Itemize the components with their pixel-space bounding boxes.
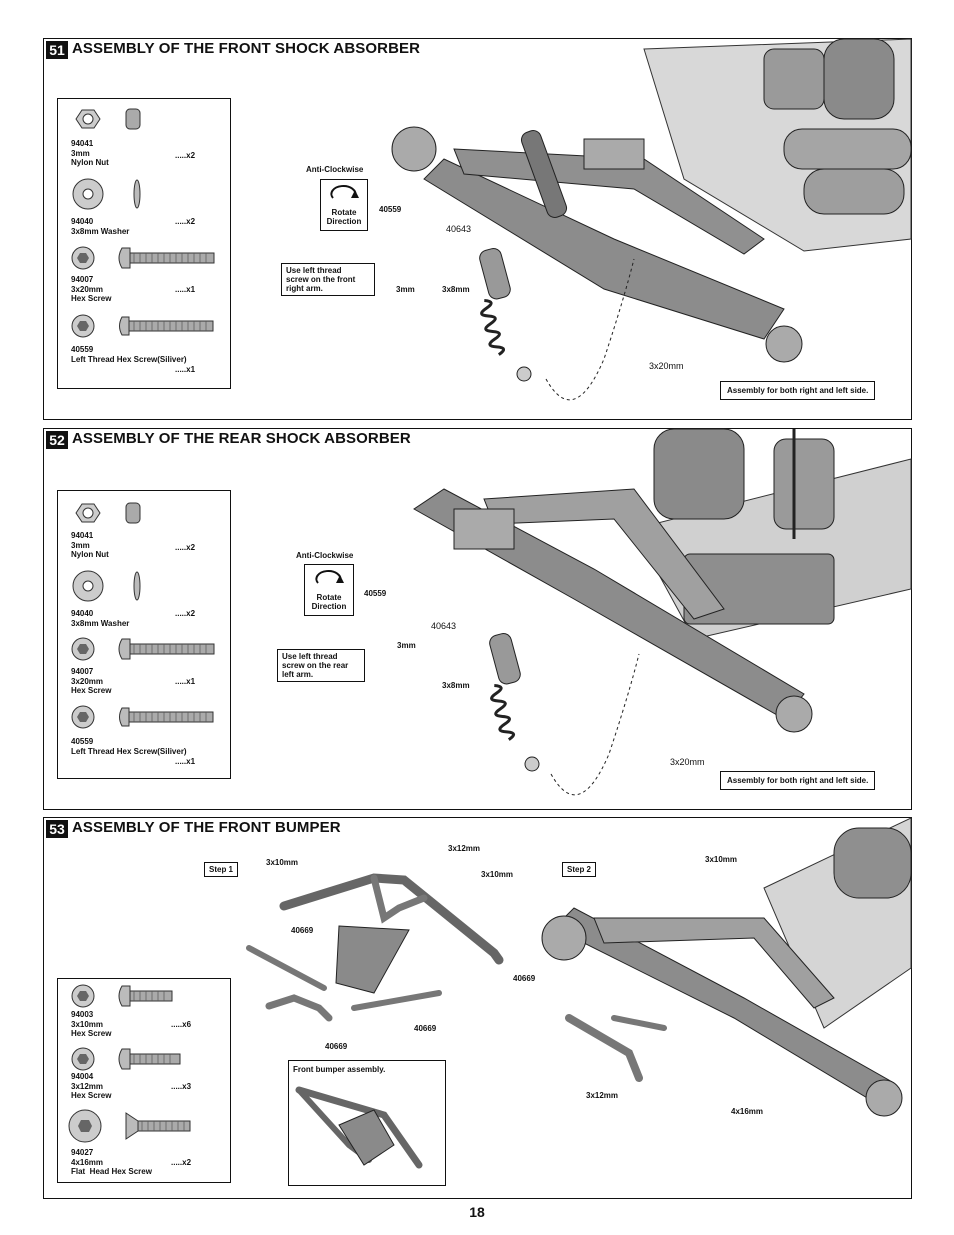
- step-number: 53: [46, 820, 68, 838]
- screw-3x10-label: 3x10mm: [705, 855, 738, 864]
- part-94003: 94003 3x10mm Hex Screw: [71, 1010, 112, 1038]
- assembly-note: Assembly for both right and left side.: [720, 771, 876, 790]
- screw-code-label: 40559: [364, 589, 387, 598]
- front-chassis-bumper-illustration: [541, 817, 912, 1117]
- part-qty: .....x6: [171, 1020, 192, 1029]
- rotation-label: Anti-Clockwise: [306, 165, 364, 174]
- part-40669-label: 40669: [325, 1042, 348, 1051]
- page-number: 18: [469, 1204, 485, 1220]
- nylon-nut-icon: [75, 502, 141, 524]
- step-2-label: Step 2: [562, 862, 597, 877]
- rotate-direction-label: Rotate Direction: [326, 208, 362, 226]
- part-qty: .....x3: [171, 1082, 192, 1091]
- part-94007: 94007 3x20mm Hex Screw: [71, 275, 112, 303]
- part-94007: 94007 3x20mm Hex Screw: [71, 667, 112, 695]
- left-thread-screw-icon: [71, 314, 214, 338]
- bumper-assembly-icon: [295, 1086, 423, 1169]
- part-qty: .....x1: [175, 677, 196, 686]
- part-qty: .....x1: [175, 757, 196, 766]
- nut-size-label: 3mm: [396, 285, 415, 294]
- shock-code-label: 40643: [431, 621, 457, 631]
- part-94040: 94040 3x8mm Washer: [71, 609, 130, 628]
- front-chassis-illustration: [391, 38, 912, 363]
- part-40559: 40559 Left Thread Hex Screw(Siliver): [71, 345, 187, 364]
- step-title: ASSEMBLY OF THE FRONT SHOCK ABSORBER: [72, 40, 421, 57]
- step-53-panel: 53 ASSEMBLY OF THE FRONT BUMPER 94003 3x…: [43, 817, 912, 1199]
- screw-3x10-label: 3x10mm: [266, 858, 299, 867]
- part-94027: 94027 4x16mm Flat Head Hex Screw: [71, 1148, 152, 1176]
- screw-3x12-label: 3x12mm: [448, 844, 481, 853]
- left-thread-screw-icon: [71, 705, 214, 729]
- hex-screw-icon: [71, 984, 173, 1008]
- shock-code-label: 40643: [446, 224, 472, 234]
- callout-box: Use left thread screw on the front right…: [281, 263, 375, 296]
- rotate-direction-box: Rotate Direction: [320, 179, 368, 231]
- nylon-nut-icon: [75, 108, 141, 130]
- rotate-direction-label: Rotate Direction: [311, 593, 347, 611]
- part-94004: 94004 3x12mm Hex Screw: [71, 1072, 112, 1100]
- callout-box: Use left thread screw on the rear left a…: [277, 649, 365, 682]
- part-94040: 94040 3x8mm Washer: [71, 217, 130, 236]
- part-qty: .....x2: [175, 543, 196, 552]
- dashed-path: [545, 258, 635, 401]
- screw-3x12-label: 3x12mm: [586, 1091, 619, 1100]
- screw-3x10-label: 3x10mm: [481, 870, 514, 879]
- hex-screw-icon: [71, 246, 215, 270]
- rotation-label: Anti-Clockwise: [296, 551, 354, 560]
- screw-4x16-label: 4x16mm: [731, 1107, 764, 1116]
- step-51-panel: 51 ASSEMBLY OF THE FRONT SHOCK ABSORBER …: [43, 38, 912, 420]
- part-qty: .....x2: [175, 609, 196, 618]
- part-qty: .....x2: [175, 151, 196, 160]
- part-40559: 40559 Left Thread Hex Screw(Siliver): [71, 737, 187, 756]
- shock-absorber-icon: [489, 633, 540, 772]
- nut-size-label: 3mm: [397, 641, 416, 650]
- inset-title: Front bumper assembly.: [293, 1065, 386, 1074]
- parts-list: 94041 3mm Nylon Nut .....x2 94040 3x8mm …: [57, 490, 231, 779]
- bolt-size-label: 3x20mm: [649, 361, 684, 371]
- rotate-arrow-icon: [330, 184, 359, 199]
- part-40669-label: 40669: [291, 926, 314, 935]
- rotate-direction-box: Rotate Direction: [304, 564, 354, 616]
- bolt-size-label: 3x20mm: [670, 757, 705, 767]
- step-title: ASSEMBLY OF THE FRONT BUMPER: [72, 819, 341, 836]
- part-40669-label: 40669: [414, 1024, 437, 1033]
- part-40669-label: 40669: [513, 974, 536, 983]
- bumper-exploded-illustration: [246, 873, 504, 1022]
- washer-icon: [72, 178, 141, 210]
- part-94041: 94041 3mm Nylon Nut: [71, 139, 109, 167]
- bumper-assembly-inset: Front bumper assembly.: [288, 1060, 446, 1186]
- part-qty: .....x2: [171, 1158, 192, 1167]
- step-title: ASSEMBLY OF THE REAR SHOCK ABSORBER: [72, 430, 411, 447]
- screw-code-label: 40559: [379, 205, 402, 214]
- assembly-note: Assembly for both right and left side.: [720, 381, 876, 400]
- hex-screw-icon: [71, 1047, 181, 1071]
- part-qty: .....x1: [175, 365, 196, 374]
- flat-head-screw-icon: [68, 1109, 191, 1143]
- step-52-panel: 52 ASSEMBLY OF THE REAR SHOCK ABSORBER 9…: [43, 428, 912, 810]
- step-1-label: Step 1: [204, 862, 239, 877]
- rear-chassis-illustration: [413, 428, 912, 733]
- shock-absorber-icon: [479, 248, 532, 382]
- hex-screw-icon: [71, 637, 215, 661]
- dashed-path: [550, 653, 640, 796]
- part-qty: .....x2: [175, 217, 196, 226]
- washer-icon: [72, 570, 141, 602]
- washer-size-label: 3x8mm: [442, 285, 470, 294]
- part-qty: .....x1: [175, 285, 196, 294]
- step-number: 52: [46, 431, 68, 449]
- washer-size-label: 3x8mm: [442, 681, 470, 690]
- rotate-arrow-icon: [315, 569, 344, 584]
- part-94041: 94041 3mm Nylon Nut: [71, 531, 109, 559]
- parts-list: 94003 3x10mm Hex Screw .....x6 94004 3x1…: [57, 978, 231, 1183]
- parts-list: 94041 3mm Nylon Nut .....x2 94040 3x8mm …: [57, 98, 231, 389]
- step-number: 51: [46, 41, 68, 59]
